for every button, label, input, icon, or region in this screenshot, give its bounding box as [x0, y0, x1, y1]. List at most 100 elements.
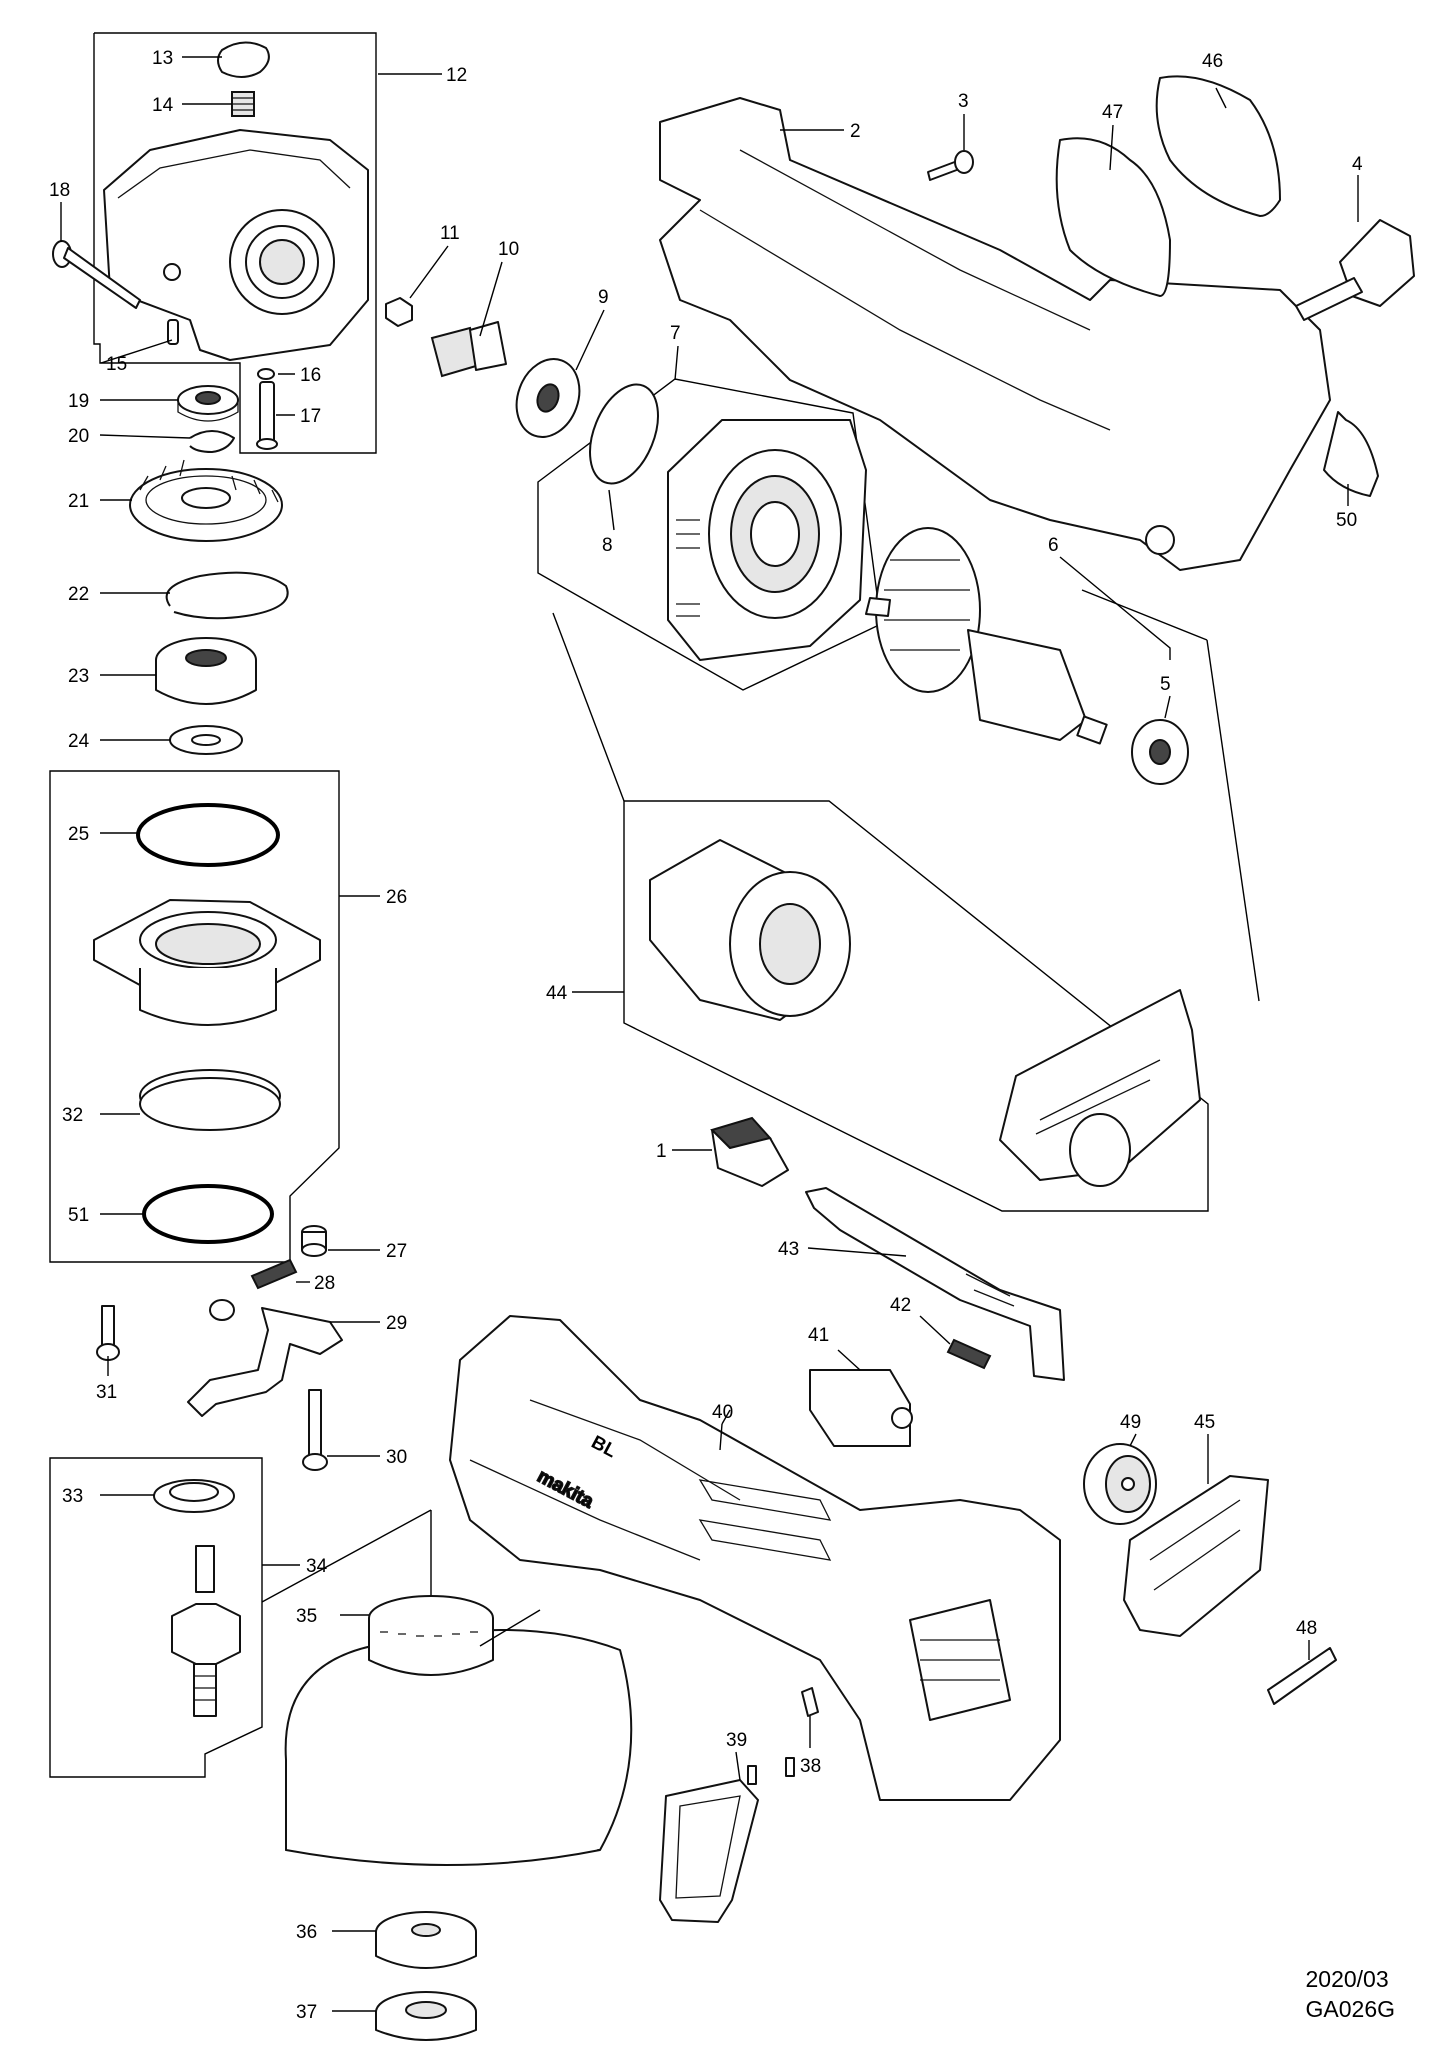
footer-date: 2020/03 [1305, 1966, 1389, 1992]
callout-26: 26 [386, 887, 407, 908]
motor-assembly-guide-line [1081, 589, 1208, 641]
guard-assembly-guide-line [261, 1509, 432, 1603]
callout-14: 14 [152, 95, 174, 116]
callout-46: 46 [1202, 51, 1223, 72]
part-screw-31 [96, 1305, 120, 1361]
part-ring-32 [139, 1069, 281, 1131]
callout-40: 40 [712, 1402, 733, 1423]
callout-19: 19 [68, 391, 89, 412]
part-lock-ball [209, 1299, 235, 1321]
callout-labels: 13 14 12 18 15 16 17 19 20 21 22 23 24 2… [49, 48, 1363, 2023]
part-stator [649, 839, 1201, 1187]
footer-model: GA026G [1305, 1996, 1396, 2022]
part-bearing-small [177, 385, 239, 422]
callout-18: 18 [49, 180, 70, 201]
callout-8: 8 [602, 535, 613, 556]
callout-22: 22 [68, 584, 89, 605]
part-wheel-guard [284, 1595, 633, 1866]
part-slide-switch [1295, 219, 1415, 321]
part-lock-pin [256, 381, 278, 450]
callout-4: 4 [1352, 154, 1363, 175]
part-retaining-ring-small [189, 430, 235, 453]
callout-41: 41 [808, 1325, 829, 1346]
frame-spindle-group [49, 1457, 263, 1778]
part-label-50 [1323, 411, 1379, 497]
part-flat-washer [169, 725, 243, 755]
part-motor-housing [667, 419, 867, 661]
part-o-ring-51 [142, 1184, 274, 1244]
diagram-footer: 2020/03 GA026G [1306, 1964, 1396, 2024]
callout-43: 43 [778, 1239, 799, 1260]
part-pinion-gear [430, 321, 507, 378]
part-rear-housing [659, 97, 1331, 571]
part-inner-flange [375, 1911, 477, 1969]
callout-15: 15 [106, 354, 127, 375]
part-controller [1123, 1475, 1269, 1637]
callout-44: 44 [546, 983, 568, 1004]
part-o-ring-small [257, 368, 275, 380]
callout-7: 7 [670, 323, 681, 344]
part-rotor [865, 527, 1108, 745]
frame-stator-group [623, 800, 1209, 1212]
callout-37: 37 [296, 2002, 317, 2023]
part-bolt-long [52, 240, 141, 309]
callout-51: 51 [68, 1205, 89, 1226]
callout-23: 23 [68, 666, 89, 687]
callout-50: 50 [1336, 510, 1357, 531]
callout-27: 27 [386, 1241, 407, 1262]
callout-29: 29 [386, 1313, 407, 1334]
callout-47: 47 [1102, 102, 1123, 123]
callout-21: 21 [68, 491, 89, 512]
part-compression-spring [250, 1258, 298, 1290]
callout-42: 42 [890, 1295, 911, 1316]
callout-48: 48 [1296, 1618, 1317, 1639]
callout-45: 45 [1194, 1412, 1215, 1433]
callout-36: 36 [296, 1922, 317, 1943]
part-cap-nut [301, 1225, 327, 1257]
part-lock-lever [187, 1307, 343, 1417]
part-screw-30 [302, 1389, 328, 1471]
callout-32: 32 [62, 1105, 83, 1126]
callout-17: 17 [300, 406, 321, 427]
part-ball-bearing [155, 637, 257, 705]
frame-bearing-box-group [49, 770, 340, 1263]
callout-30: 30 [386, 1447, 407, 1468]
part-retaining-ring-large [165, 571, 289, 620]
part-drawings: makita BL [52, 41, 1415, 2041]
part-ball-bearing-9 [515, 358, 581, 438]
part-ball-bearing-5 [1131, 719, 1189, 785]
callout-28: 28 [314, 1273, 335, 1294]
callout-2: 2 [850, 121, 861, 142]
motor-assembly-guide-line [1206, 639, 1260, 1002]
part-spindle-washer [153, 1479, 235, 1513]
leader-lines [60, 56, 1359, 2012]
callout-33: 33 [62, 1486, 83, 1507]
part-label-48 [1267, 1647, 1337, 1705]
part-pin [167, 319, 179, 345]
part-label-46 [1155, 75, 1281, 217]
callout-3: 3 [958, 91, 969, 112]
part-label-38 [801, 1687, 819, 1717]
callout-35: 35 [296, 1606, 317, 1627]
callout-10: 10 [498, 239, 519, 260]
motor-assembly-guide-line [552, 612, 625, 802]
part-switch-button [710, 1116, 789, 1187]
part-label-47 [1055, 137, 1171, 297]
callout-49: 49 [1120, 1412, 1141, 1433]
callout-31: 31 [96, 1382, 117, 1403]
callout-20: 20 [68, 426, 89, 447]
callout-9: 9 [598, 287, 609, 308]
part-spiral-bevel-gear [129, 459, 283, 542]
callout-38: 38 [800, 1756, 821, 1777]
part-lock-nut [375, 1991, 477, 2041]
callout-11: 11 [440, 223, 460, 244]
part-screw-3 [927, 150, 974, 181]
part-lock-button [217, 41, 270, 78]
callout-16: 16 [300, 365, 321, 386]
part-gear-housing [103, 129, 369, 361]
part-spring-42 [946, 1338, 992, 1370]
part-o-ring-8 [589, 383, 659, 485]
part-bushing-49 [1083, 1443, 1157, 1525]
callout-1: 1 [656, 1141, 667, 1162]
